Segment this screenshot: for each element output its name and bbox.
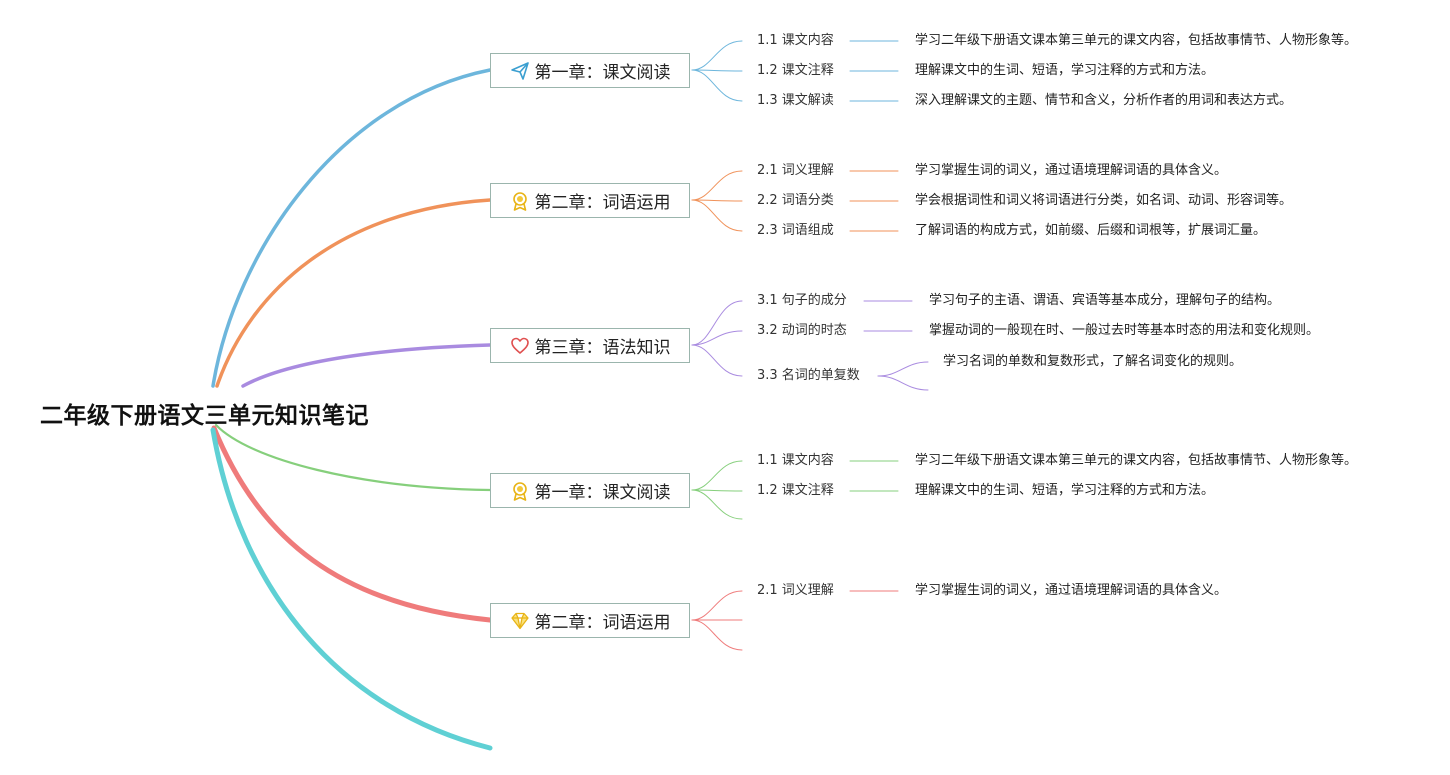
sub-branch-line (691, 199, 743, 202)
topic-item[interactable]: 3.1 句子的成分 (757, 293, 847, 308)
topic-description[interactable]: 理解课文中的生词、短语，学习注释的方式和方法。 (915, 63, 1215, 78)
topic-description[interactable]: 掌握动词的一般现在时、一般过去时等基本时态的用法和变化规则。 (929, 323, 1320, 338)
paper-plane-icon (510, 61, 530, 81)
main-branch-line (215, 198, 492, 388)
topic-description[interactable]: 学习二年级下册语文课本第三单元的课文内容，包括故事情节、人物形象等。 (915, 453, 1358, 468)
sub-branch-line (691, 619, 743, 651)
chapter-node-4[interactable]: 第一章：课文阅读 (490, 473, 690, 508)
sub-branch-line (691, 344, 743, 377)
topic-description[interactable]: 学习句子的主语、谓语、宾语等基本成分，理解句子的结构。 (929, 293, 1281, 308)
chapter-node-5[interactable]: 第二章：词语运用 (490, 603, 690, 638)
main-branch-line (241, 343, 492, 388)
main-branch-line (211, 68, 492, 388)
topic-description[interactable]: 学习掌握生词的词义，通过语境理解词语的具体含义。 (915, 583, 1228, 598)
chapter-node-2[interactable]: 第二章：词语运用 (490, 183, 690, 218)
topic-item[interactable]: 3.2 动词的时态 (757, 323, 847, 338)
sub-branch-line (691, 69, 743, 102)
topic-description[interactable]: 学会根据词性和词义将词语进行分类，如名词、动词、形容词等。 (915, 193, 1293, 208)
sub-branch-line (691, 489, 743, 520)
topic-description[interactable]: 理解课文中的生词、短语，学习注释的方式和方法。 (915, 483, 1215, 498)
topic-description[interactable]: 学习名词的单数和复数形式，了解名词变化的规则。 (943, 354, 1243, 369)
topic-item[interactable]: 3.3 名词的单复数 (757, 368, 860, 383)
main-branch-line (211, 425, 493, 623)
detail-connector-line (877, 361, 929, 377)
sub-branch-line (691, 330, 743, 346)
topic-description[interactable]: 了解词语的构成方式，如前缀、后缀和词根等，扩展词汇量。 (915, 223, 1267, 238)
sub-branch-line (691, 489, 743, 492)
chapter-label: 第二章：词语运用 (534, 613, 671, 633)
award-medal-icon (510, 481, 530, 501)
chapter-label: 第三章：语法知识 (534, 338, 671, 358)
chapter-label: 第二章：词语运用 (534, 193, 671, 213)
topic-item[interactable]: 1.3 课文解读 (757, 93, 834, 108)
chapter-node-1[interactable]: 第一章：课文阅读 (490, 53, 690, 88)
heart-icon (510, 336, 530, 356)
connector-lines (210, 40, 929, 751)
sub-branch-line (691, 460, 743, 491)
chapter-label: 第一章：课文阅读 (534, 63, 671, 83)
sub-branch-line (691, 199, 743, 232)
topic-item[interactable]: 2.1 词义理解 (757, 163, 834, 178)
topic-item[interactable]: 1.1 课文内容 (757, 33, 834, 48)
sub-branch-line (691, 69, 743, 72)
award-medal-icon (510, 191, 530, 211)
diamond-icon (510, 611, 530, 631)
topic-description[interactable]: 深入理解课文的主题、情节和含义，分析作者的用词和表达方式。 (915, 93, 1293, 108)
root-title[interactable]: 二年级下册语文三单元知识笔记 (40, 403, 369, 429)
sub-branch-line (691, 300, 743, 346)
topic-item[interactable]: 1.2 课文注释 (757, 63, 834, 78)
topic-item[interactable]: 1.1 课文内容 (757, 453, 834, 468)
chapter-node-3[interactable]: 第三章：语法知识 (490, 328, 690, 363)
sub-branch-line (691, 590, 743, 621)
main-branch-line (214, 423, 492, 492)
topic-item[interactable]: 2.3 词语组成 (757, 223, 834, 238)
topic-description[interactable]: 学习掌握生词的词义，通过语境理解词语的具体含义。 (915, 163, 1228, 178)
sub-branch-line (691, 40, 743, 71)
detail-connector-line (877, 375, 929, 391)
topic-item[interactable]: 2.1 词义理解 (757, 583, 834, 598)
chapter-label: 第一章：课文阅读 (534, 483, 671, 503)
sub-branch-line (691, 170, 743, 201)
topic-item[interactable]: 2.2 词语分类 (757, 193, 834, 208)
main-branch-line (210, 427, 493, 751)
topic-description[interactable]: 学习二年级下册语文课本第三单元的课文内容，包括故事情节、人物形象等。 (915, 33, 1358, 48)
topic-item[interactable]: 1.2 课文注释 (757, 483, 834, 498)
